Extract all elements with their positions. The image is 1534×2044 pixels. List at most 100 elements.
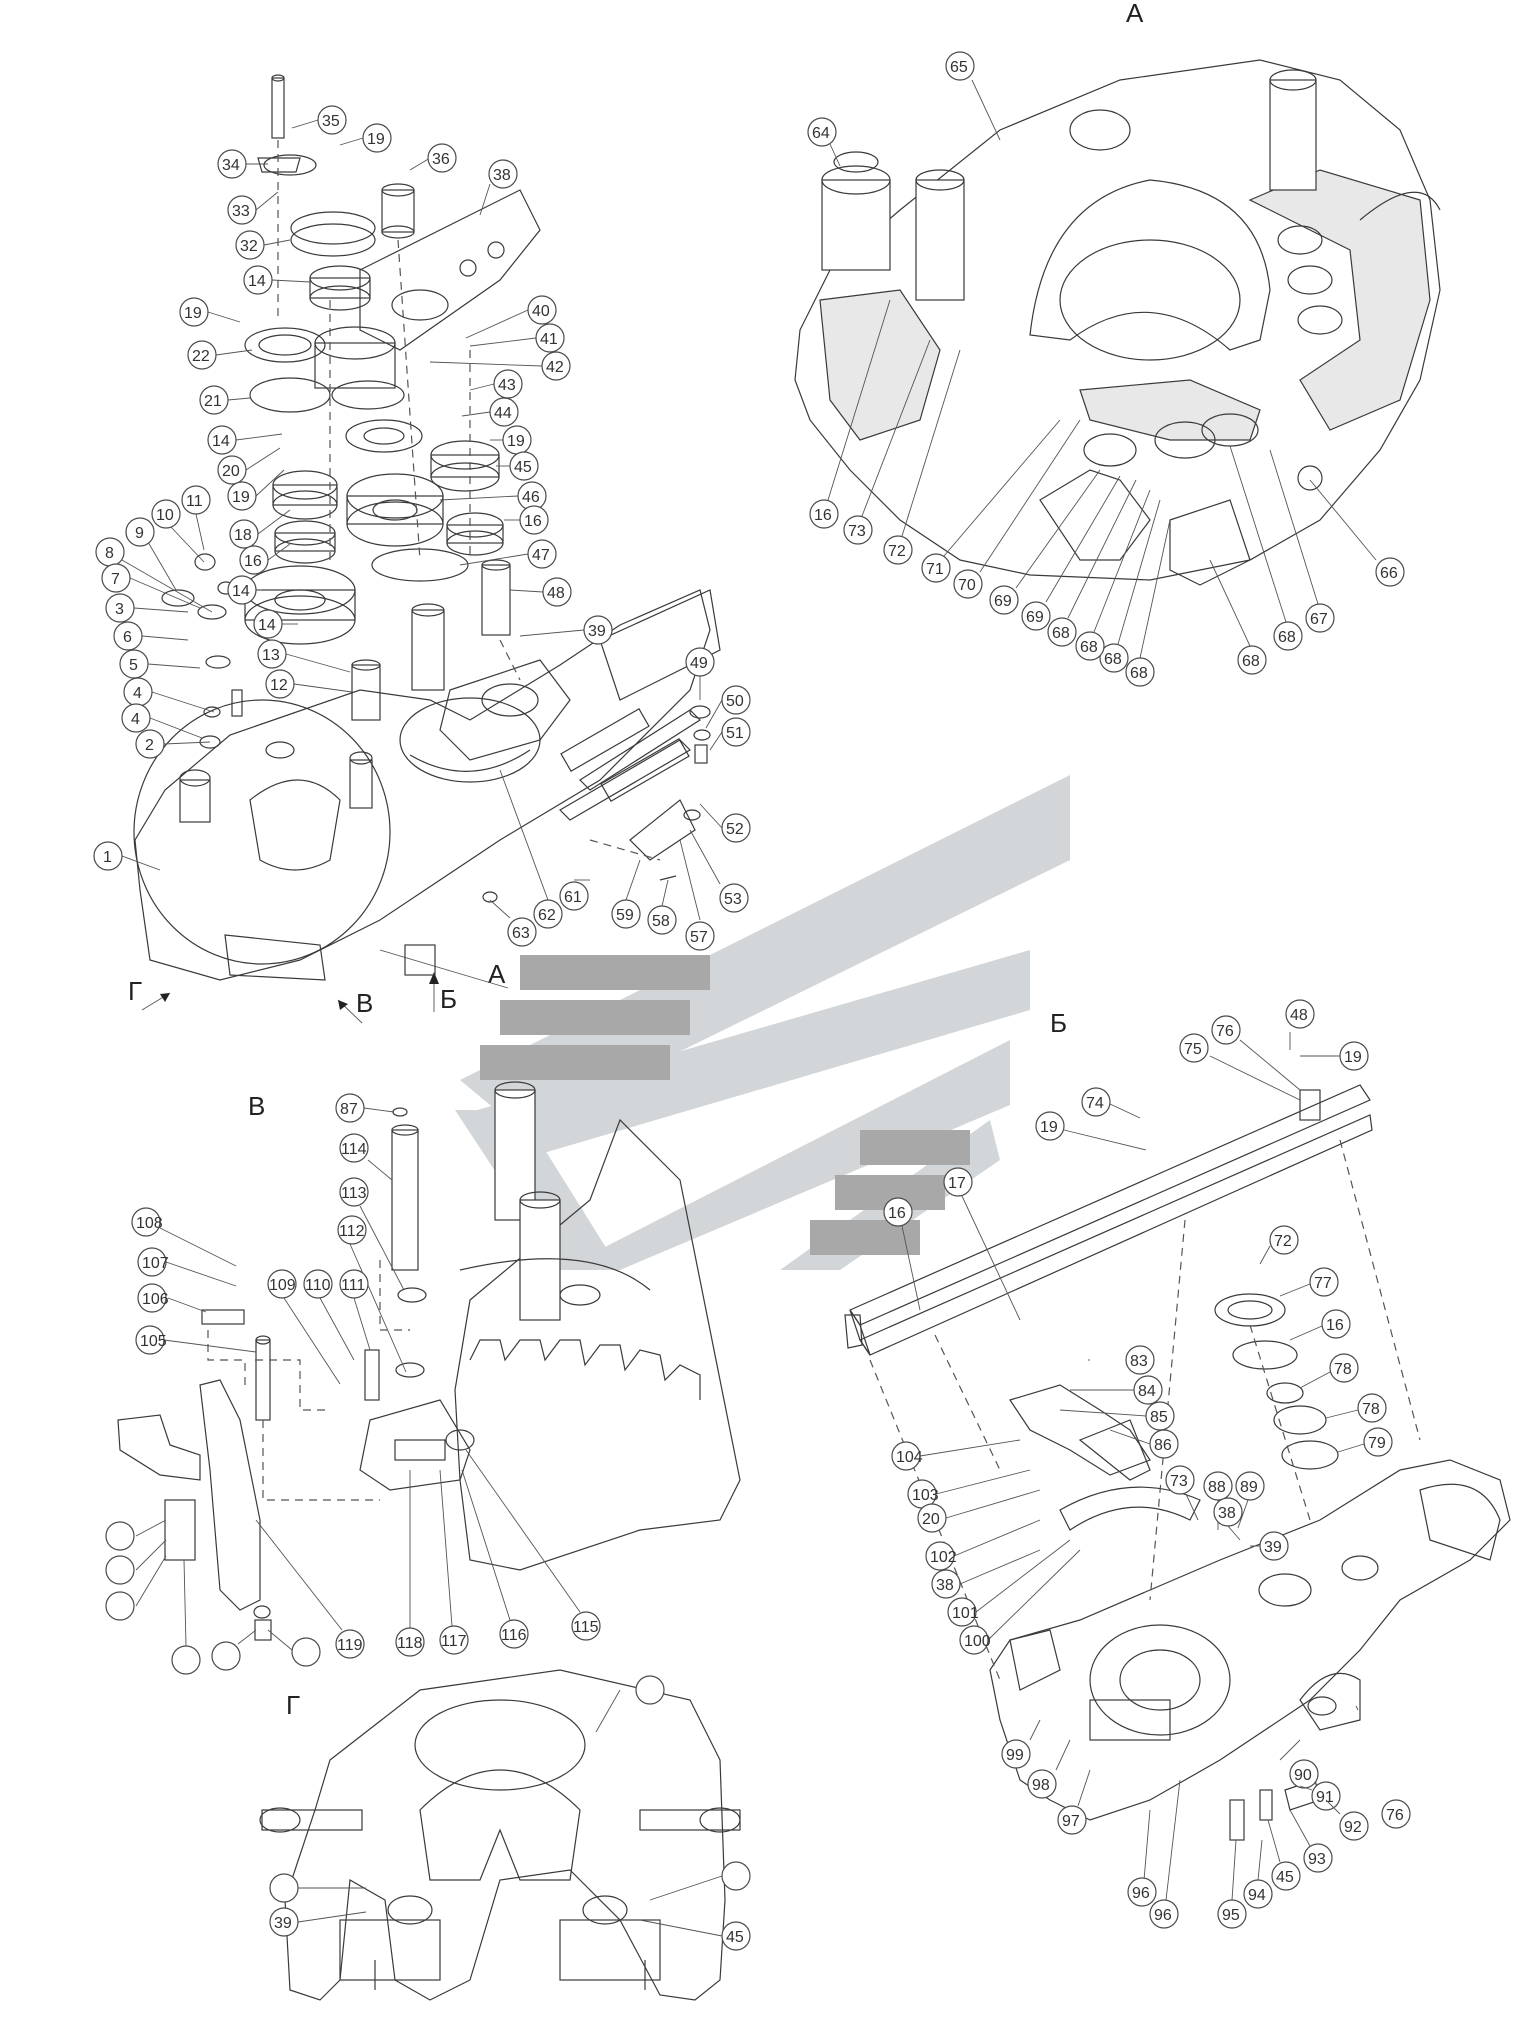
svg-text:68: 68 bbox=[1242, 653, 1260, 670]
svg-text:48: 48 bbox=[1290, 1007, 1308, 1024]
svg-text:77: 77 bbox=[1314, 1275, 1332, 1292]
callouts-view-v: 87 114 113 112 108 107 106 109 110 111 1… bbox=[105, 1093, 601, 1675]
svg-text:7: 7 bbox=[111, 571, 120, 588]
svg-text:73: 73 bbox=[848, 523, 866, 540]
callout-102: 111 bbox=[339, 1269, 371, 1351]
svg-text:53: 53 bbox=[724, 891, 742, 908]
callout-6: 6 bbox=[113, 621, 189, 651]
svg-text:105: 105 bbox=[140, 1333, 167, 1350]
callout-115 bbox=[105, 1539, 167, 1585]
svg-text:16: 16 bbox=[814, 507, 832, 524]
svg-text:102: 102 bbox=[930, 1549, 957, 1566]
callout-108: 117 bbox=[439, 1469, 469, 1655]
callout-94: 103 bbox=[907, 1469, 1031, 1509]
callout-46: 61 bbox=[559, 879, 590, 911]
svg-text:51: 51 bbox=[726, 725, 744, 742]
svg-text:117: 117 bbox=[441, 1633, 467, 1650]
callout-68-b: 19 bbox=[1035, 1111, 1147, 1151]
callout-43: 57 bbox=[679, 839, 715, 951]
callout-48-a: 63 bbox=[489, 899, 537, 947]
callout-45-b: 45 bbox=[1267, 1819, 1301, 1891]
svg-text:20: 20 bbox=[922, 1511, 940, 1528]
svg-text:114: 114 bbox=[341, 1141, 367, 1158]
svg-text:88: 88 bbox=[1208, 1479, 1226, 1496]
view-arrows: Г В Б А bbox=[128, 949, 509, 1024]
svg-text:71: 71 bbox=[926, 561, 944, 578]
callout-16-a: 14 bbox=[243, 265, 311, 295]
svg-text:43: 43 bbox=[498, 377, 516, 394]
callout-13: 13 bbox=[257, 639, 351, 673]
callout-20-b: 16 bbox=[1289, 1309, 1351, 1341]
svg-text:97: 97 bbox=[1062, 1813, 1080, 1830]
callout-64: 73 bbox=[843, 339, 931, 545]
svg-text:69: 69 bbox=[994, 593, 1012, 610]
svg-text:16: 16 bbox=[524, 513, 542, 530]
svg-text:4: 4 bbox=[133, 685, 142, 702]
callout-19-e: 72 bbox=[1259, 1225, 1299, 1265]
svg-text:62: 62 bbox=[538, 907, 556, 924]
callout-36: 48 bbox=[509, 577, 572, 607]
callout-68-c: 20 bbox=[917, 1489, 1041, 1533]
callout-89: 98 bbox=[1027, 1739, 1071, 1799]
callout-17-b: 79 bbox=[1337, 1427, 1393, 1457]
callout-25: 35 bbox=[291, 105, 347, 135]
svg-text:74: 74 bbox=[1086, 1095, 1104, 1112]
svg-text:68: 68 bbox=[1080, 639, 1098, 656]
section-label-a: А bbox=[1126, 0, 1144, 28]
callout-57: 68 bbox=[1075, 489, 1151, 661]
callout-71: 76 bbox=[1211, 1015, 1301, 1091]
callout-3-b: 4 bbox=[121, 703, 203, 739]
svg-text:32: 32 bbox=[240, 238, 258, 255]
callout-112 bbox=[211, 1629, 257, 1671]
svg-text:59: 59 bbox=[616, 907, 634, 924]
svg-text:14: 14 bbox=[258, 617, 276, 634]
svg-text:86: 86 bbox=[1154, 1437, 1172, 1454]
svg-text:63: 63 bbox=[512, 925, 530, 942]
callout-41: 52 bbox=[699, 803, 751, 843]
svg-text:41: 41 bbox=[540, 331, 558, 348]
svg-text:90: 90 bbox=[1294, 1767, 1312, 1784]
callout-40: 51 bbox=[709, 717, 751, 751]
svg-text:47: 47 bbox=[532, 547, 550, 564]
svg-text:110: 110 bbox=[305, 1277, 331, 1294]
svg-text:78: 78 bbox=[1334, 1361, 1352, 1378]
svg-text:19: 19 bbox=[232, 489, 250, 506]
callout-38: 49 bbox=[685, 647, 715, 700]
callout-109: 118 bbox=[395, 1470, 425, 1657]
callout-73: 78 bbox=[1299, 1353, 1359, 1389]
svg-text:5: 5 bbox=[129, 657, 138, 674]
callout-65: 16 bbox=[809, 299, 891, 529]
callout-117 bbox=[595, 1675, 665, 1733]
svg-text:96: 96 bbox=[1154, 1907, 1172, 1924]
callout-10: 10 bbox=[151, 499, 205, 563]
callout-68-a: 19 bbox=[1300, 1041, 1369, 1071]
view-arrow-a-label: А bbox=[488, 959, 506, 989]
callout-97: 106 bbox=[137, 1283, 207, 1313]
svg-text:108: 108 bbox=[136, 1215, 163, 1232]
callout-90: 99 bbox=[1001, 1719, 1041, 1769]
callout-60: 69 bbox=[989, 469, 1101, 615]
callout-119 bbox=[269, 1873, 366, 1903]
svg-text:112: 112 bbox=[339, 1223, 365, 1240]
svg-text:9: 9 bbox=[135, 525, 144, 542]
callout-24: 34 bbox=[217, 149, 268, 179]
callout-105: 114 bbox=[339, 1133, 393, 1181]
svg-text:39: 39 bbox=[1264, 1539, 1282, 1556]
svg-text:6: 6 bbox=[123, 629, 132, 646]
svg-text:17: 17 bbox=[948, 1175, 966, 1192]
svg-text:118: 118 bbox=[397, 1635, 423, 1652]
svg-text:109: 109 bbox=[269, 1277, 296, 1294]
callout-54: 68 bbox=[1209, 559, 1267, 675]
callout-68-d: 38 bbox=[931, 1549, 1041, 1599]
main-exploded-view bbox=[133, 74, 721, 981]
svg-text:44: 44 bbox=[494, 405, 512, 422]
callout-77: 86 bbox=[1109, 1429, 1179, 1459]
callout-8: 8 bbox=[95, 537, 213, 613]
svg-text:14: 14 bbox=[212, 433, 230, 450]
callouts-view-a: 65 64 66 67 68 68 68 68 68 68 69 69 70 7… bbox=[807, 51, 1405, 687]
callout-22: 32 bbox=[235, 230, 291, 260]
view-arrow-g-label: Г bbox=[128, 976, 142, 1006]
callout-35: 47 bbox=[459, 539, 557, 569]
callout-68-e: 39 bbox=[269, 1907, 367, 1937]
svg-text:67: 67 bbox=[1310, 611, 1328, 628]
